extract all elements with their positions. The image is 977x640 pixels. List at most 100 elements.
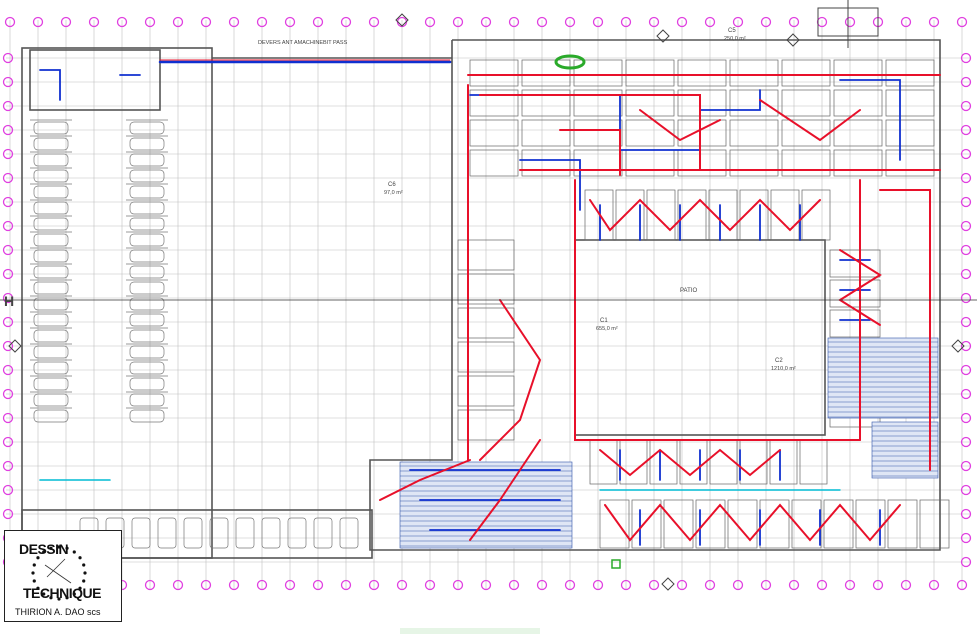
heating-pipes (379, 74, 941, 542)
room-cell (573, 59, 623, 87)
parking-car (33, 409, 69, 423)
room-cell (679, 439, 708, 485)
grid-bubble (732, 16, 744, 28)
parking-car (129, 345, 165, 359)
grid-bubble (424, 16, 436, 28)
room-cell (457, 273, 515, 305)
grid-bubble (592, 16, 604, 28)
grid-bubble (172, 579, 184, 591)
room-cell (885, 89, 935, 117)
grid-bubble (4, 16, 16, 28)
grid-bubble (960, 148, 972, 160)
grid-bubble (960, 436, 972, 448)
grid-bubble (2, 292, 14, 304)
logo-dot (31, 571, 35, 575)
logo-dot (57, 545, 61, 549)
room-cell (584, 189, 614, 241)
room-cell (457, 341, 515, 373)
compass-dots-icon (31, 545, 87, 601)
grid-bubble (844, 16, 856, 28)
logo-dot (72, 592, 76, 596)
logo-line-technique: TECHNIQUE (23, 585, 101, 601)
parking-car (129, 313, 165, 327)
parking-car (129, 329, 165, 343)
room-cell (521, 119, 571, 147)
grid-bubble (960, 244, 972, 256)
grid-bubble (960, 556, 972, 568)
parking-car (339, 517, 359, 549)
room-cell (573, 119, 623, 147)
room-cell (521, 89, 571, 117)
grid-bubble (900, 579, 912, 591)
grid-bubble (960, 316, 972, 328)
room-cell (781, 59, 831, 87)
grid-bubble (144, 16, 156, 28)
room-cell (457, 239, 515, 271)
room-area-c6: 97,0 m² (384, 190, 403, 196)
grid-bubble (200, 16, 212, 28)
grid-bubble (960, 268, 972, 280)
grid-bubble (872, 579, 884, 591)
heating-run (879, 189, 931, 471)
room-cell (829, 249, 881, 278)
room-area-c5: 250,0 m² (724, 36, 746, 42)
parking-car (183, 517, 203, 549)
room-cell (729, 119, 779, 147)
cooling-run (469, 94, 701, 151)
logo-dot (42, 592, 46, 596)
room-cell (781, 89, 831, 117)
room-cell (663, 499, 694, 549)
grid-bubble (960, 484, 972, 496)
grid-bubble (732, 579, 744, 591)
grid-bubble (956, 579, 968, 591)
grid-bubble (960, 220, 972, 232)
room-cell (521, 59, 571, 87)
grid-bubble (676, 16, 688, 28)
logo-dot (82, 579, 86, 583)
parking-car (261, 517, 281, 549)
room-cell (457, 307, 515, 339)
room-cell (829, 279, 881, 308)
grid-bubble (592, 579, 604, 591)
grid-bubble (844, 579, 856, 591)
hatch-area (399, 461, 573, 549)
grid-bubble (960, 388, 972, 400)
heating-run (574, 179, 861, 441)
grid-bubble (2, 316, 14, 328)
grid-bubble (960, 292, 972, 304)
room-cell (677, 119, 727, 147)
heating-run (479, 94, 701, 171)
grid-bubble (788, 579, 800, 591)
parking-car (129, 361, 165, 375)
room-cell (833, 119, 883, 147)
hatched-zones (399, 337, 939, 549)
logo-dot (65, 596, 69, 600)
room-cell (631, 499, 662, 549)
room-cell (615, 189, 645, 241)
grid-bubble (536, 16, 548, 28)
parking-car (33, 377, 69, 391)
room-cell (619, 439, 648, 485)
grid-bubble (452, 16, 464, 28)
grid-bubble (200, 579, 212, 591)
parking-car (33, 297, 69, 311)
room-cell (677, 189, 707, 241)
parking-car (33, 361, 69, 375)
grid-bubble (452, 579, 464, 591)
grid-bubble (960, 532, 972, 544)
room-cell (625, 59, 675, 87)
grid-bubble (620, 16, 632, 28)
parking-car (33, 137, 69, 151)
parking-car (33, 249, 69, 263)
room-cell (573, 149, 623, 177)
room-cell (885, 149, 935, 177)
grid-bubble (960, 124, 972, 136)
room-cell (791, 499, 822, 549)
grid-bubble (960, 340, 972, 352)
grid-bubble (2, 244, 14, 256)
grid-bubble (2, 52, 14, 64)
company-logo: DESSIN TECHNIQUE THIRION A. DAO scs (4, 530, 122, 622)
grid-bubble (340, 579, 352, 591)
